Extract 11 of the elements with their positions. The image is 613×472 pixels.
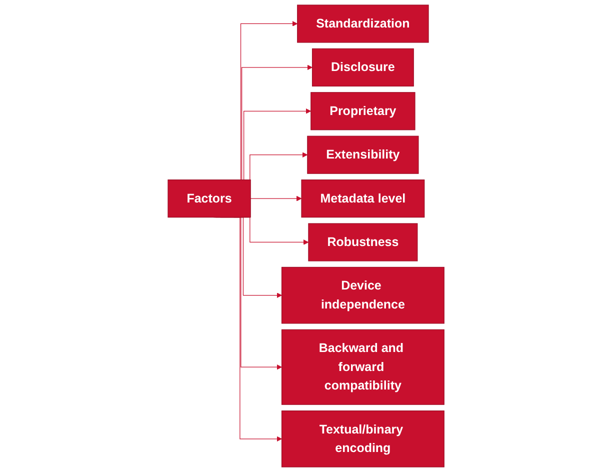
node-box: Standardization xyxy=(298,4,430,43)
node-box: Proprietary xyxy=(311,92,416,130)
node-box: Extensibility xyxy=(308,136,420,174)
arrow xyxy=(250,196,302,202)
node-box: Factors xyxy=(168,180,252,218)
node-box: Disclosure xyxy=(312,48,414,86)
node-box: Metadata level xyxy=(302,180,426,218)
node-box: Robustness xyxy=(308,223,418,262)
node-box: Textual/binary encoding xyxy=(282,410,445,468)
node-box: Device independence xyxy=(282,266,445,324)
node-box: Backward and forward compatibility xyxy=(282,329,445,405)
